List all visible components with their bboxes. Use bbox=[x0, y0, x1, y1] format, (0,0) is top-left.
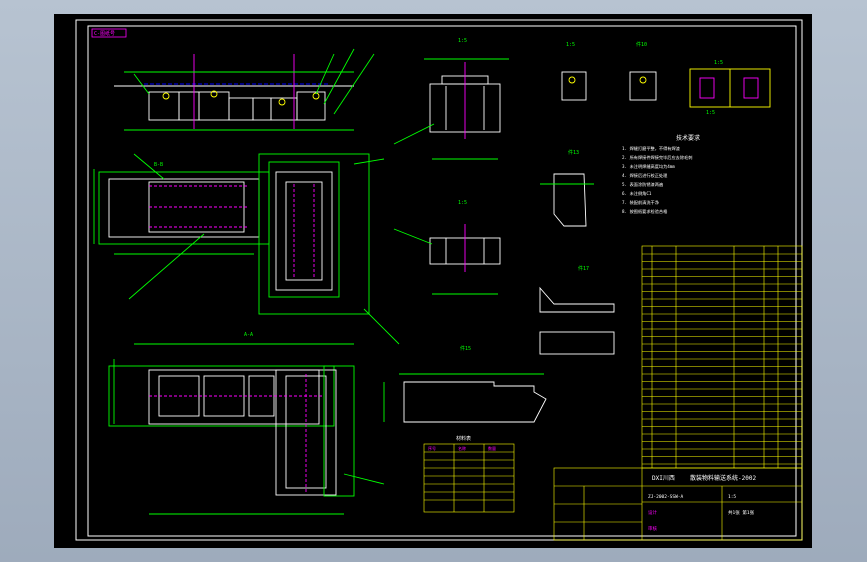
parts-list bbox=[641, 245, 803, 469]
section-label-1: 1:5 bbox=[458, 38, 467, 44]
label-part-10: 件10 bbox=[636, 41, 647, 48]
cad-drawing: C-图纸号 bbox=[75, 19, 803, 541]
material-col-2: 名称 bbox=[458, 445, 466, 451]
label-part-17: 件17 bbox=[578, 265, 589, 272]
title-company: DXI川西 bbox=[652, 475, 675, 482]
tech-line-6: 6. 未注倒角C1 bbox=[622, 190, 652, 197]
material-table: 材料表 序号 名称 数量 bbox=[423, 435, 515, 513]
section-label-3: 1:5 bbox=[566, 42, 575, 48]
tech-line-1: 1. 焊缝打磨平整，不得有焊渣 bbox=[622, 145, 681, 152]
title-block bbox=[553, 467, 803, 541]
stamp-box bbox=[91, 28, 127, 38]
tech-title: 技术要求 bbox=[676, 134, 700, 142]
section-label-aa: A-A bbox=[244, 332, 253, 338]
tech-line-4: 4. 焊接后进行校正处理 bbox=[622, 172, 668, 179]
section-view-2: 1:5 bbox=[393, 200, 501, 295]
plan-view-upper bbox=[93, 153, 400, 345]
title-scale: 1:5 bbox=[728, 494, 736, 500]
section-label-bb: B-B bbox=[154, 162, 163, 168]
section-view-1: 1:5 bbox=[393, 38, 509, 160]
part-15-view: 件15 bbox=[383, 345, 547, 423]
material-table-title: 材料表 bbox=[456, 435, 471, 442]
detail-views: 1:5 件10 件13 件17 bbox=[539, 41, 657, 355]
section-label-2: 1:5 bbox=[458, 200, 467, 206]
title-check: 审核 bbox=[648, 525, 657, 532]
cad-viewport[interactable]: C-图纸号 bbox=[54, 14, 812, 548]
tech-line-2: 2. 所有焊接件焊接完毕后应去除毛刺 bbox=[622, 154, 692, 161]
tech-line-5: 5. 表面涂防锈漆两遍 bbox=[622, 181, 664, 188]
tech-line-7: 7. 装配前清洗干净 bbox=[622, 199, 659, 206]
label-part-15: 件15 bbox=[460, 345, 471, 352]
tech-line-8: 8. 按图纸要求检验合格 bbox=[622, 208, 668, 215]
elevation-view bbox=[114, 48, 375, 131]
stamp-label: C-图纸号 bbox=[94, 30, 115, 37]
label-part-13: 件13 bbox=[568, 149, 579, 156]
tech-line-3: 3. 未注明焊缝高度均为4mm bbox=[622, 163, 675, 170]
section-label-5: 1:5 bbox=[706, 110, 715, 116]
plan-view-lower bbox=[108, 343, 385, 515]
drawing-border bbox=[75, 19, 803, 541]
title-sheet: 共1张 第1张 bbox=[728, 509, 755, 516]
material-col-1: 序号 bbox=[428, 445, 436, 451]
drawing-inner-border bbox=[87, 25, 797, 537]
title-sign: 设计 bbox=[648, 509, 657, 516]
flange-detail: 1:5 1:5 bbox=[689, 60, 771, 116]
tech-requirements: 技术要求 1. 焊缝打磨平整，不得有焊渣 2. 所有焊接件焊接完毕后应去除毛刺 … bbox=[622, 134, 700, 215]
title-drawing-name: 散装物料输送系统-2002 bbox=[690, 474, 756, 482]
material-col-3: 数量 bbox=[488, 445, 496, 451]
section-label-4: 1:5 bbox=[714, 60, 723, 66]
title-drawing-number: ZJ-2002-SSW-A bbox=[648, 494, 684, 500]
